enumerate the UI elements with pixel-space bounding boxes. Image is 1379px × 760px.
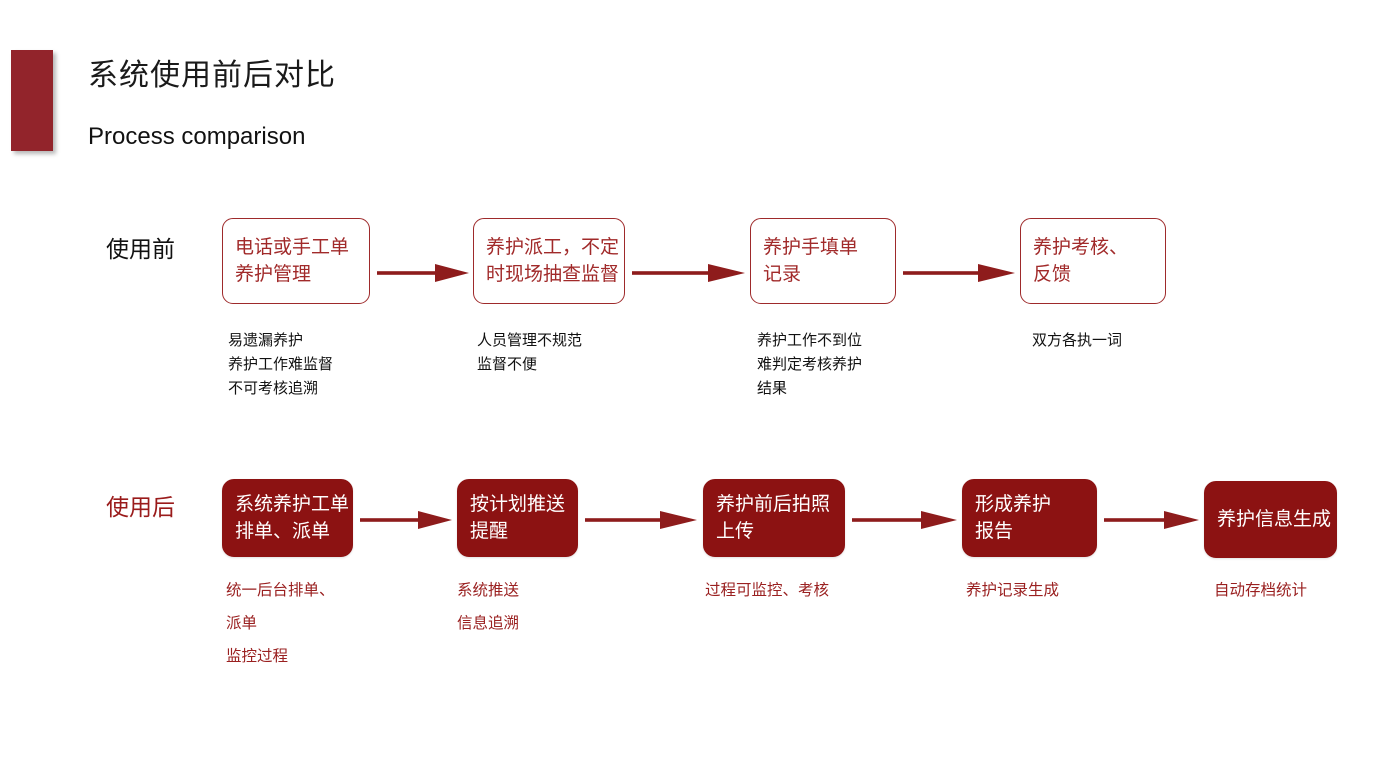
flow-box-line: 时现场抽查监督	[486, 263, 620, 285]
caption-after-4: 养护记录生成	[966, 574, 1059, 607]
page-subtitle: Process comparison	[88, 123, 306, 150]
right-arrow-icon	[852, 509, 957, 531]
caption-before-1: 易遗漏养护 养护工作难监督 不可考核追溯	[228, 328, 333, 400]
flow-box-line: 记录	[763, 263, 802, 285]
flow-box-line: 养护手填单	[763, 236, 859, 258]
caption-line: 养护工作难监督	[228, 355, 334, 373]
caption-line: 自动存档统计	[1214, 581, 1308, 599]
caption-line: 系统推送	[457, 581, 520, 599]
right-arrow-icon	[632, 262, 745, 284]
caption-line: 结果	[757, 379, 788, 397]
flow-box-after-1[interactable]: 系统养护工单 排单、派单	[222, 479, 353, 557]
caption-line: 统一后台排单、	[226, 581, 335, 599]
caption-line: 养护记录生成	[966, 581, 1060, 599]
caption-line: 养护工作不到位	[757, 331, 863, 349]
page-title: 系统使用前后对比	[88, 58, 336, 93]
flow-box-before-4[interactable]: 养护考核、 反馈	[1020, 218, 1166, 304]
caption-after-1: 统一后台排单、 派单 监控过程	[226, 574, 335, 673]
caption-line: 人员管理不规范	[477, 331, 583, 349]
caption-after-3: 过程可监控、考核	[705, 574, 829, 607]
caption-line: 派单	[226, 614, 258, 632]
caption-before-4: 双方各执一词	[1032, 328, 1122, 352]
flow-box-line: 按计划推送	[470, 493, 566, 515]
caption-line: 不可考核追溯	[228, 379, 319, 397]
flow-box-before-3[interactable]: 养护手填单 记录	[750, 218, 896, 304]
flow-box-line: 形成养护	[975, 493, 1052, 515]
flow-box-line: 反馈	[1033, 263, 1072, 285]
flow-box-after-3[interactable]: 养护前后拍照 上传	[703, 479, 845, 557]
flow-box-line: 养护前后拍照	[716, 493, 831, 515]
right-arrow-icon	[585, 509, 697, 531]
accent-bar	[11, 50, 53, 151]
right-arrow-icon	[377, 262, 469, 284]
flow-box-line: 电话或手工单	[235, 236, 350, 258]
right-arrow-icon	[360, 509, 452, 531]
flow-box-line: 养护信息生成	[1217, 508, 1332, 530]
flow-box-line: 养护管理	[235, 263, 312, 285]
caption-line: 难判定考核养护	[757, 355, 863, 373]
flow-box-line: 上传	[716, 520, 755, 542]
caption-line: 监督不便	[477, 355, 538, 373]
flow-box-after-5[interactable]: 养护信息生成	[1204, 481, 1337, 558]
caption-after-5: 自动存档统计	[1214, 574, 1307, 607]
flow-box-before-1[interactable]: 电话或手工单 养护管理	[222, 218, 370, 304]
caption-line: 监控过程	[226, 647, 289, 665]
caption-line: 信息追溯	[457, 614, 520, 632]
caption-line: 双方各执一词	[1032, 331, 1123, 349]
caption-before-3: 养护工作不到位 难判定考核养护 结果	[757, 328, 862, 400]
caption-line: 易遗漏养护	[228, 331, 304, 349]
flow-box-before-2[interactable]: 养护派工，不定 时现场抽查监督	[473, 218, 625, 304]
row-label-before: 使用前	[106, 237, 175, 263]
caption-before-2: 人员管理不规范 监督不便	[477, 328, 582, 376]
flow-box-line: 养护考核、	[1033, 236, 1129, 258]
flow-box-after-2[interactable]: 按计划推送 提醒	[457, 479, 578, 557]
caption-line: 过程可监控、考核	[705, 581, 830, 599]
flow-box-line: 报告	[975, 520, 1014, 542]
row-label-after: 使用后	[106, 495, 175, 521]
right-arrow-icon	[903, 262, 1015, 284]
flow-box-line: 养护派工，不定	[486, 236, 620, 258]
flow-box-line: 系统养护工单	[235, 493, 350, 515]
right-arrow-icon	[1104, 509, 1199, 531]
flow-box-line: 提醒	[470, 520, 509, 542]
flow-box-after-4[interactable]: 形成养护 报告	[962, 479, 1097, 557]
caption-after-2: 系统推送 信息追溯	[457, 574, 519, 640]
flow-box-line: 排单、派单	[235, 520, 331, 542]
